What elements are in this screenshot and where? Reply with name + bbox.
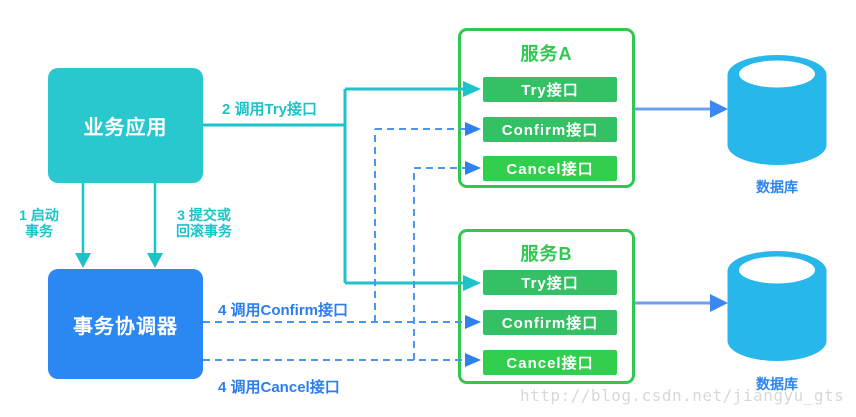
database-b-cylinder-icon bbox=[727, 251, 827, 361]
edge-start-transaction-arrow bbox=[75, 183, 163, 268]
service-a-confirm-interface: Confirm接口 bbox=[483, 117, 617, 142]
service-b-confirm-interface: Confirm接口 bbox=[483, 310, 617, 335]
edge-label-commit-rollback: 3 提交或 回滚事务 bbox=[176, 207, 232, 239]
edge-call-confirm-lines bbox=[203, 128, 466, 323]
edge-label-start-transaction: 1 启动 事务 bbox=[19, 207, 59, 239]
watermark-url: http://blog.csdn.net/jiangyu_gts bbox=[520, 386, 845, 405]
edge-service-a-to-database bbox=[635, 100, 728, 118]
business-app-node: 业务应用 bbox=[48, 68, 203, 183]
transaction-coordinator-node: 事务协调器 bbox=[48, 269, 203, 379]
edge-label-call-confirm: 4 调用Confirm接口 bbox=[218, 302, 349, 319]
database-a-cylinder-icon bbox=[727, 55, 827, 165]
database-a-label: 数据库 bbox=[756, 179, 798, 195]
edge-label-call-cancel: 4 调用Cancel接口 bbox=[218, 379, 340, 396]
business-app-label: 业务应用 bbox=[83, 117, 168, 139]
edge-label-call-try: 2 调用Try接口 bbox=[222, 101, 318, 118]
edge-service-b-to-database bbox=[635, 294, 728, 312]
service-a-title: 服务A bbox=[520, 44, 573, 64]
service-b-title: 服务B bbox=[520, 244, 573, 264]
transaction-coordinator-label: 事务协调器 bbox=[73, 315, 178, 338]
service-b-cancel-interface: Cancel接口 bbox=[483, 350, 617, 375]
service-b-try-interface: Try接口 bbox=[483, 270, 617, 295]
service-a-try-interface: Try接口 bbox=[483, 77, 617, 102]
service-a-cancel-interface: Cancel接口 bbox=[483, 156, 617, 181]
database-b-label: 数据库 bbox=[756, 376, 798, 392]
edge-call-cancel-lines bbox=[203, 167, 466, 361]
